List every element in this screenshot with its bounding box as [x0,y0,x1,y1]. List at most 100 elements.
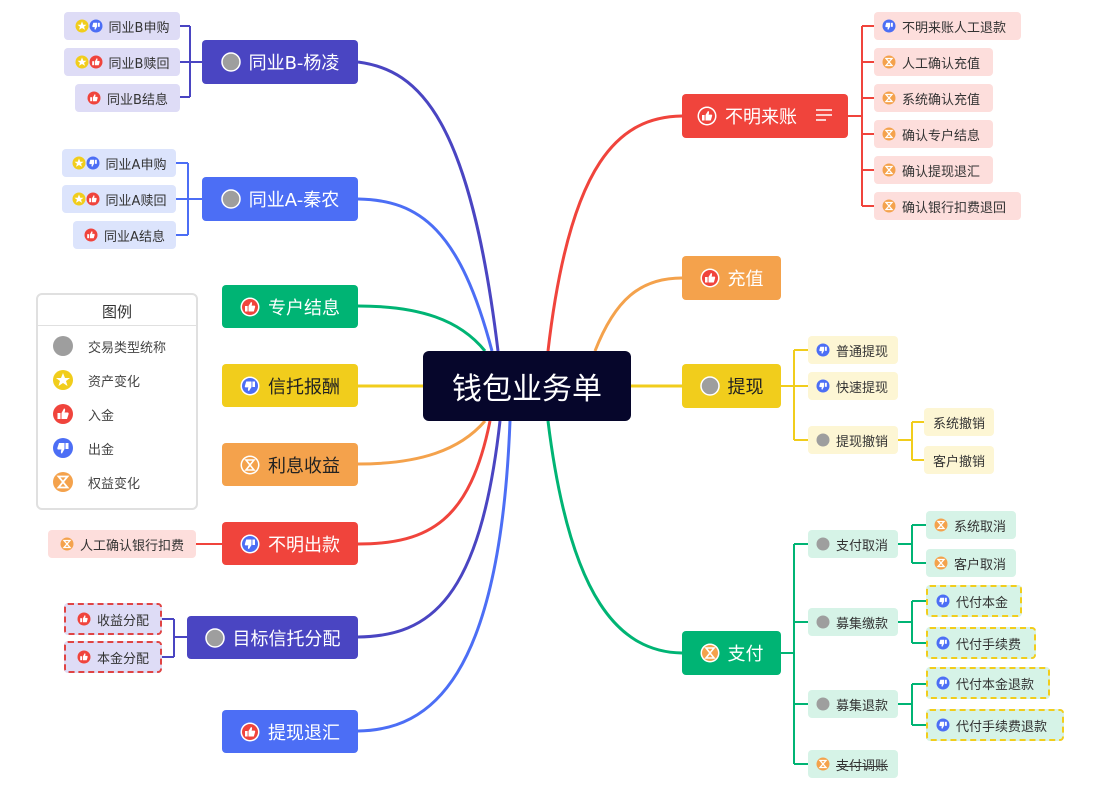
leaf-shouyi-fenpei[interactable]: 收益分配 [64,603,162,635]
branch-tongye-a[interactable]: 同业A-秦农 [202,177,358,221]
leaf-label: 代付手续费 [956,637,1022,653]
leaf-label: 不明来账人工退款 [902,20,1007,36]
branch-label: 提现退汇 [268,722,340,744]
leaf-queren-zhuanhu-jiexi[interactable]: 确认专户结息 [874,120,993,148]
thumbs-up-icon [77,612,91,626]
leaf-label: 快速提现 [836,380,889,396]
root-node[interactable]: 钱包业务单 [423,351,631,421]
leaf-muji-tuikuan[interactable]: 募集退款 [808,690,898,718]
branch-lixi-shouyi[interactable]: 利息收益 [222,443,358,486]
gray-circle-icon [204,627,225,648]
branch-label: 利息收益 [268,455,340,477]
legend-title: 图例 [101,303,132,321]
star-icon [75,55,89,69]
leaf-tongye-a-jiexi[interactable]: 同业A结息 [73,221,176,249]
branch-xintuo-baochou[interactable]: 信托报酬 [222,364,358,407]
thumbs-down-icon [816,343,830,357]
leaf-label: 系统撤销 [932,416,985,432]
bracket-zhifu [781,543,808,765]
thumbs-up-icon [240,297,260,317]
leaf-zhifu-quxiao[interactable]: 支付取消 [808,530,898,558]
gray-circle-icon [816,697,830,711]
hourglass-icon [700,643,720,663]
branch-zhuanhu-jiexi[interactable]: 专户结息 [222,285,358,328]
leaf-putong-tixian[interactable]: 普通提现 [808,336,898,364]
leaf-label: 募集缴款 [836,616,889,632]
leaf-label: 同业A赎回 [105,193,167,209]
branch-buming-chukuan[interactable]: 不明出款 [222,522,358,565]
notes-icon[interactable] [815,106,833,127]
leaf-daifu-shouxufei-tuikuan[interactable]: 代付手续费退款 [926,709,1064,741]
hourglass-icon [60,537,74,551]
link-root-left-6 [357,420,492,546]
thumbs-down-icon [240,534,260,554]
thumbs-up-icon [84,228,98,242]
leaf-daifu-benjin[interactable]: 代付本金 [926,585,1022,617]
legend-divider [38,325,196,326]
leaf-label: 客户撤销 [932,454,985,470]
link-root-right-4 [546,420,683,655]
branch-label: 专户结息 [268,297,340,319]
hourglass-icon [816,757,830,771]
leaf-xitong-quxiao[interactable]: 系统取消 [926,511,1016,539]
leaf-queren-tixian-tuihui[interactable]: 确认提现退汇 [874,156,993,184]
thumbs-up-icon [700,268,720,288]
leaf-tongye-b-jiexi[interactable]: 同业B结息 [75,84,180,112]
star-icon [52,369,74,391]
branch-label: 提现 [727,377,764,398]
branch-tongye-b[interactable]: 同业B-杨凌 [202,40,358,84]
leaf-kehu-quxiao[interactable]: 客户取消 [926,549,1016,577]
hourglass-icon [52,471,74,493]
leaf-label: 系统确认充值 [902,92,981,108]
hourglass-icon [882,127,896,141]
legend-item: 入金 [52,403,114,425]
leaf-daifu-shouxufei[interactable]: 代付手续费 [926,627,1036,659]
bracket-mujituikuan [898,683,926,726]
leaf-label: 系统取消 [954,519,1007,535]
leaf-tongye-a-shuhui[interactable]: 同业A赎回 [62,185,176,213]
leaf-label: 普通提现 [836,344,889,360]
leaf-label: 确认银行扣费退回 [902,200,1007,216]
thumbs-down-icon [936,676,950,690]
thumbs-up-icon [86,192,100,206]
leaf-tixian-chexiao[interactable]: 提现撤销 [808,426,898,454]
gray-circle-icon [220,52,241,72]
gray-circle-icon [816,433,830,447]
branch-buming-laizhang[interactable]: 不明来账 [682,94,848,138]
leaf-rengong-queren-chongzhi[interactable]: 人工确认充值 [874,48,993,76]
leaf-buming-laizhang-tuikuan[interactable]: 不明来账人工退款 [874,12,1021,40]
leaf-label: 确认专户结息 [902,128,981,144]
leaf-label: 人工确认充值 [902,56,981,72]
branch-tixian-tuihui[interactable]: 提现退汇 [222,710,358,753]
branch-label: 不明来账 [725,107,797,128]
leaf-tongye-a-shengou[interactable]: 同业A申购 [62,149,176,177]
leaf-benjin-fenpei[interactable]: 本金分配 [64,641,162,673]
leaf-kuaisu-tixian[interactable]: 快速提现 [808,372,898,400]
gray-circle-icon [816,615,830,629]
link-root-left-5 [357,420,487,466]
leaf-queren-yinhang-koufei-tuihui[interactable]: 确认银行扣费退回 [874,192,1021,220]
thumbs-down-icon [936,636,950,650]
link-root-left-3 [357,304,487,352]
leaf-muji-jiaokuan[interactable]: 募集缴款 [808,608,898,636]
leaf-rengong-queren-yinhang-koufei[interactable]: 人工确认银行扣费 [48,530,196,558]
leaf-xitong-queren-chongzhi[interactable]: 系统确认充值 [874,84,993,112]
branch-mubiao-xintuo[interactable]: 目标信托分配 [187,616,358,659]
legend-item: 交易类型统称 [52,335,166,357]
legend-item: 资产变化 [52,369,140,391]
leaf-tongye-b-shengou[interactable]: 同业B申购 [64,12,180,40]
thumbs-down-icon [86,156,100,170]
branch-tixian[interactable]: 提现 [682,364,781,408]
leaf-tongye-b-shuhui[interactable]: 同业B赎回 [64,48,180,76]
leaf-kehu-chexiao[interactable]: 客户撤销 [924,446,994,474]
leaf-daifu-benjin-tuikuan[interactable]: 代付本金退款 [926,667,1050,699]
leaf-zhifu-tiaozhang[interactable]: 支付调账 [808,750,898,778]
hourglass-icon [882,91,896,105]
hourglass-icon [882,199,896,213]
leaf-xitong-chexiao[interactable]: 系统撤销 [924,408,994,436]
branch-chongzhi[interactable]: 充值 [682,256,781,300]
gray-circle-icon [52,335,74,357]
branch-zhifu[interactable]: 支付 [682,631,781,675]
bracket-mujijiaokuan [898,600,926,644]
